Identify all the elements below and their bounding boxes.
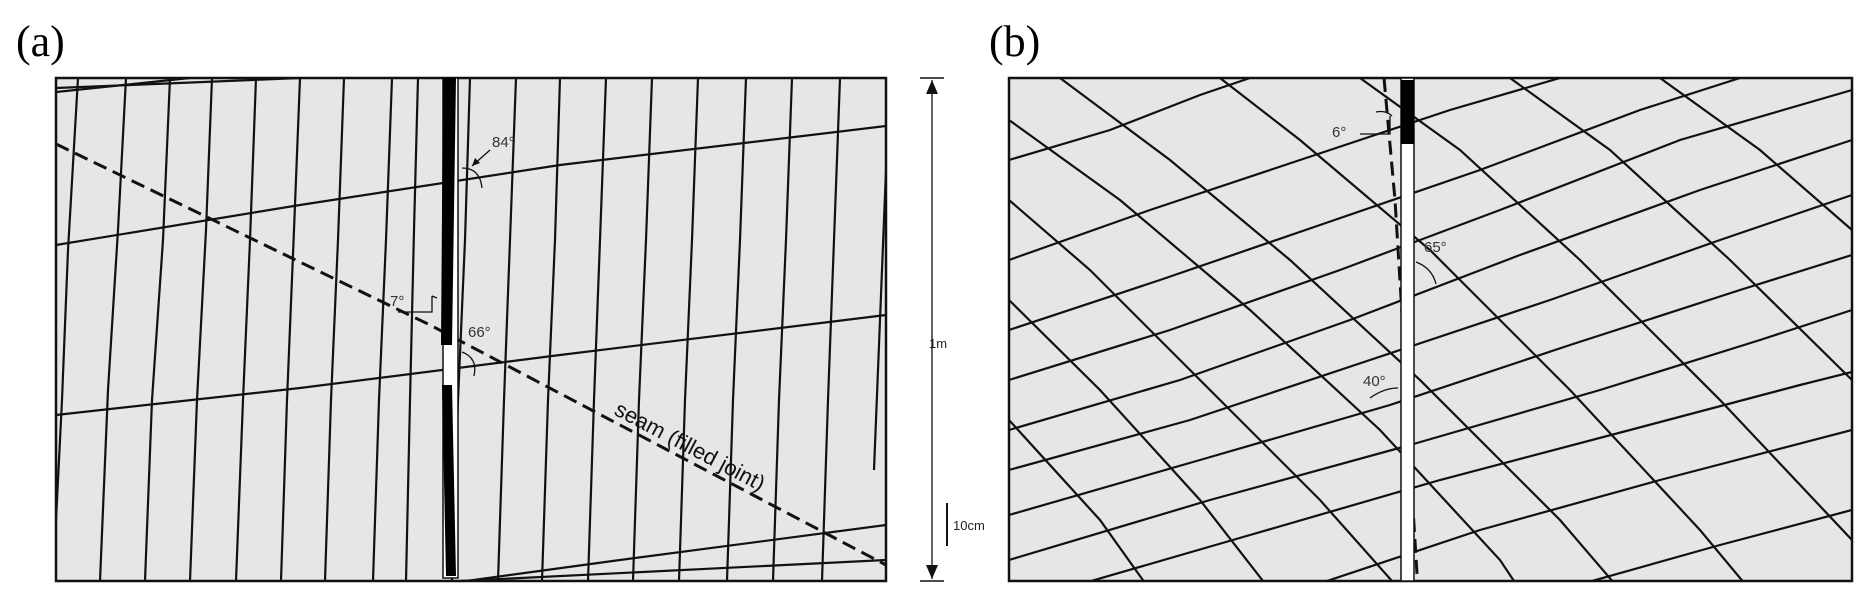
panel-b-label: (b) — [989, 17, 1040, 66]
height-scale-label: 1m — [929, 336, 947, 351]
angle-84-label: 84° — [492, 134, 515, 151]
angle-66-label: 66° — [468, 324, 491, 341]
panel-a-angle-66: 66° — [461, 324, 491, 377]
panel-a-dipping-joints — [56, 78, 886, 581]
panel-b-rock-area — [1007, 76, 1854, 583]
panel-a-seam — [56, 142, 886, 567]
panel-a-height-scale: 1m — [920, 77, 947, 582]
angle-7-label: 7° — [390, 293, 404, 310]
panel-a-scale-bar: 10cm — [946, 503, 985, 546]
panel-b-angle-65: 65° — [1415, 239, 1447, 285]
panel-a-joint-sets — [56, 78, 886, 581]
panel-b-angle-6: 6° — [1332, 110, 1393, 141]
angle-6-label: 6° — [1332, 124, 1346, 141]
panel-b-set-1 — [1009, 78, 1852, 581]
panel-b-angle-40: 40° — [1363, 373, 1399, 399]
angle-40-label: 40° — [1363, 373, 1386, 390]
panel-b-set-2 — [1009, 78, 1852, 581]
panel-a-angle-84: 84° — [461, 134, 515, 189]
panel-a: 84° 7° 66° seam (filled joint) 1m 10cm — [54, 76, 985, 583]
panel-a-label: (a) — [16, 17, 65, 66]
panel-a-vertical-joints — [56, 78, 886, 581]
panel-b-borehole — [1400, 77, 1415, 582]
panel-a-borehole — [441, 77, 459, 579]
panel-a-angle-7: 7° — [390, 293, 438, 313]
scale-bar-label: 10cm — [953, 518, 985, 533]
angle-65-label: 65° — [1424, 239, 1447, 256]
panel-b: 6° 65° 40° — [1007, 76, 1854, 583]
